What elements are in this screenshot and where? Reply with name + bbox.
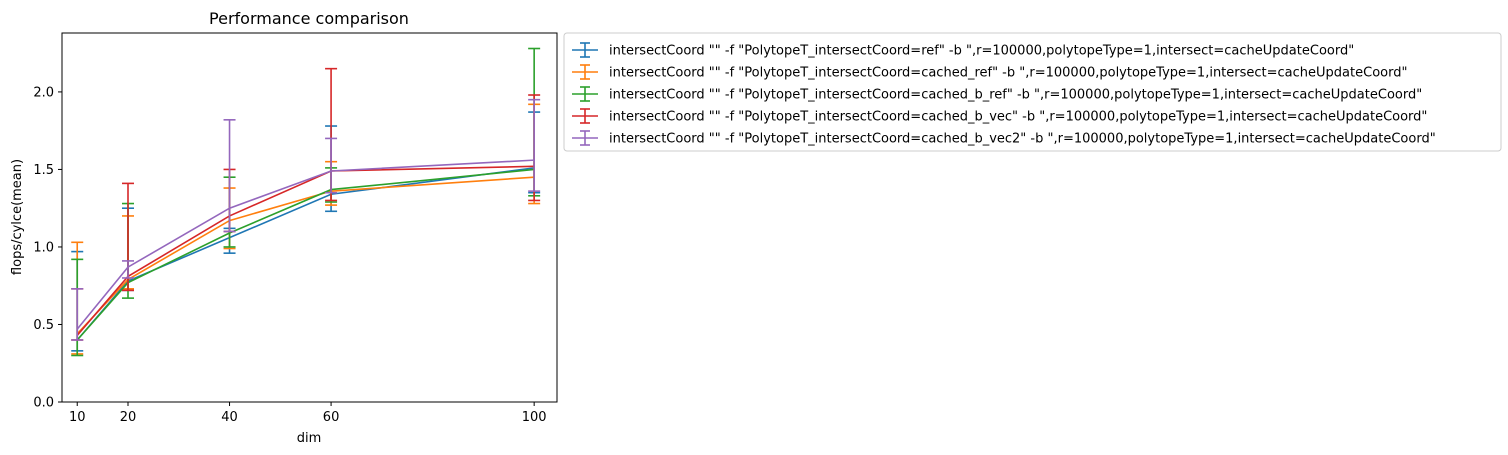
series-5 xyxy=(71,98,541,341)
x-tick-label: 40 xyxy=(221,410,238,425)
legend-label: intersectCoord "" -f "PolytopeT_intersec… xyxy=(609,88,1422,103)
y-axis-label: flops/cylce(mean) xyxy=(10,159,25,275)
axes-frame xyxy=(61,32,558,403)
y-axis: 0.0 0.5 1.0 1.5 2.0 xyxy=(33,85,62,411)
x-tick-label: 60 xyxy=(323,410,340,425)
legend-entry-3: intersectCoord "" -f "PolytopeT_intersec… xyxy=(572,86,1422,103)
chart-title: Performance comparison xyxy=(209,9,409,28)
legend: intersectCoord "" -f "PolytopeT_intersec… xyxy=(563,32,1502,152)
series-line xyxy=(76,168,535,341)
series-line xyxy=(76,159,535,330)
legend-items: intersectCoord "" -f "PolytopeT_intersec… xyxy=(572,42,1436,147)
legend-label: intersectCoord "" -f "PolytopeT_intersec… xyxy=(609,66,1407,81)
series-3 xyxy=(71,47,541,357)
y-tick-label: 1.0 xyxy=(33,240,54,255)
x-tick-label: 20 xyxy=(120,410,137,425)
series-1 xyxy=(71,111,541,352)
series-line xyxy=(76,167,535,341)
legend-entry-2: intersectCoord "" -f "PolytopeT_intersec… xyxy=(572,64,1407,81)
legend-label: intersectCoord "" -f "PolytopeT_intersec… xyxy=(609,44,1354,59)
y-tick-label: 0.0 xyxy=(33,396,54,411)
series-line xyxy=(76,165,535,336)
legend-label: intersectCoord "" -f "PolytopeT_intersec… xyxy=(609,132,1436,147)
y-tick-label: 1.5 xyxy=(33,163,54,178)
x-axis: 10 20 40 60 100 xyxy=(69,402,547,425)
x-axis-label: dim xyxy=(297,431,322,446)
legend-entry-1: intersectCoord "" -f "PolytopeT_intersec… xyxy=(572,42,1354,59)
y-tick-label: 0.5 xyxy=(33,318,54,333)
plot-area xyxy=(61,32,558,403)
x-tick-label: 10 xyxy=(69,410,86,425)
legend-label: intersectCoord "" -f "PolytopeT_intersec… xyxy=(609,110,1427,125)
series-2 xyxy=(71,103,541,355)
legend-entry-4: intersectCoord "" -f "PolytopeT_intersec… xyxy=(572,108,1427,125)
series-layer xyxy=(71,47,541,357)
legend-entry-5: intersectCoord "" -f "PolytopeT_intersec… xyxy=(572,130,1436,147)
legend-frame xyxy=(563,32,1502,152)
x-tick-label: 100 xyxy=(522,410,547,425)
y-tick-label: 2.0 xyxy=(33,85,54,100)
